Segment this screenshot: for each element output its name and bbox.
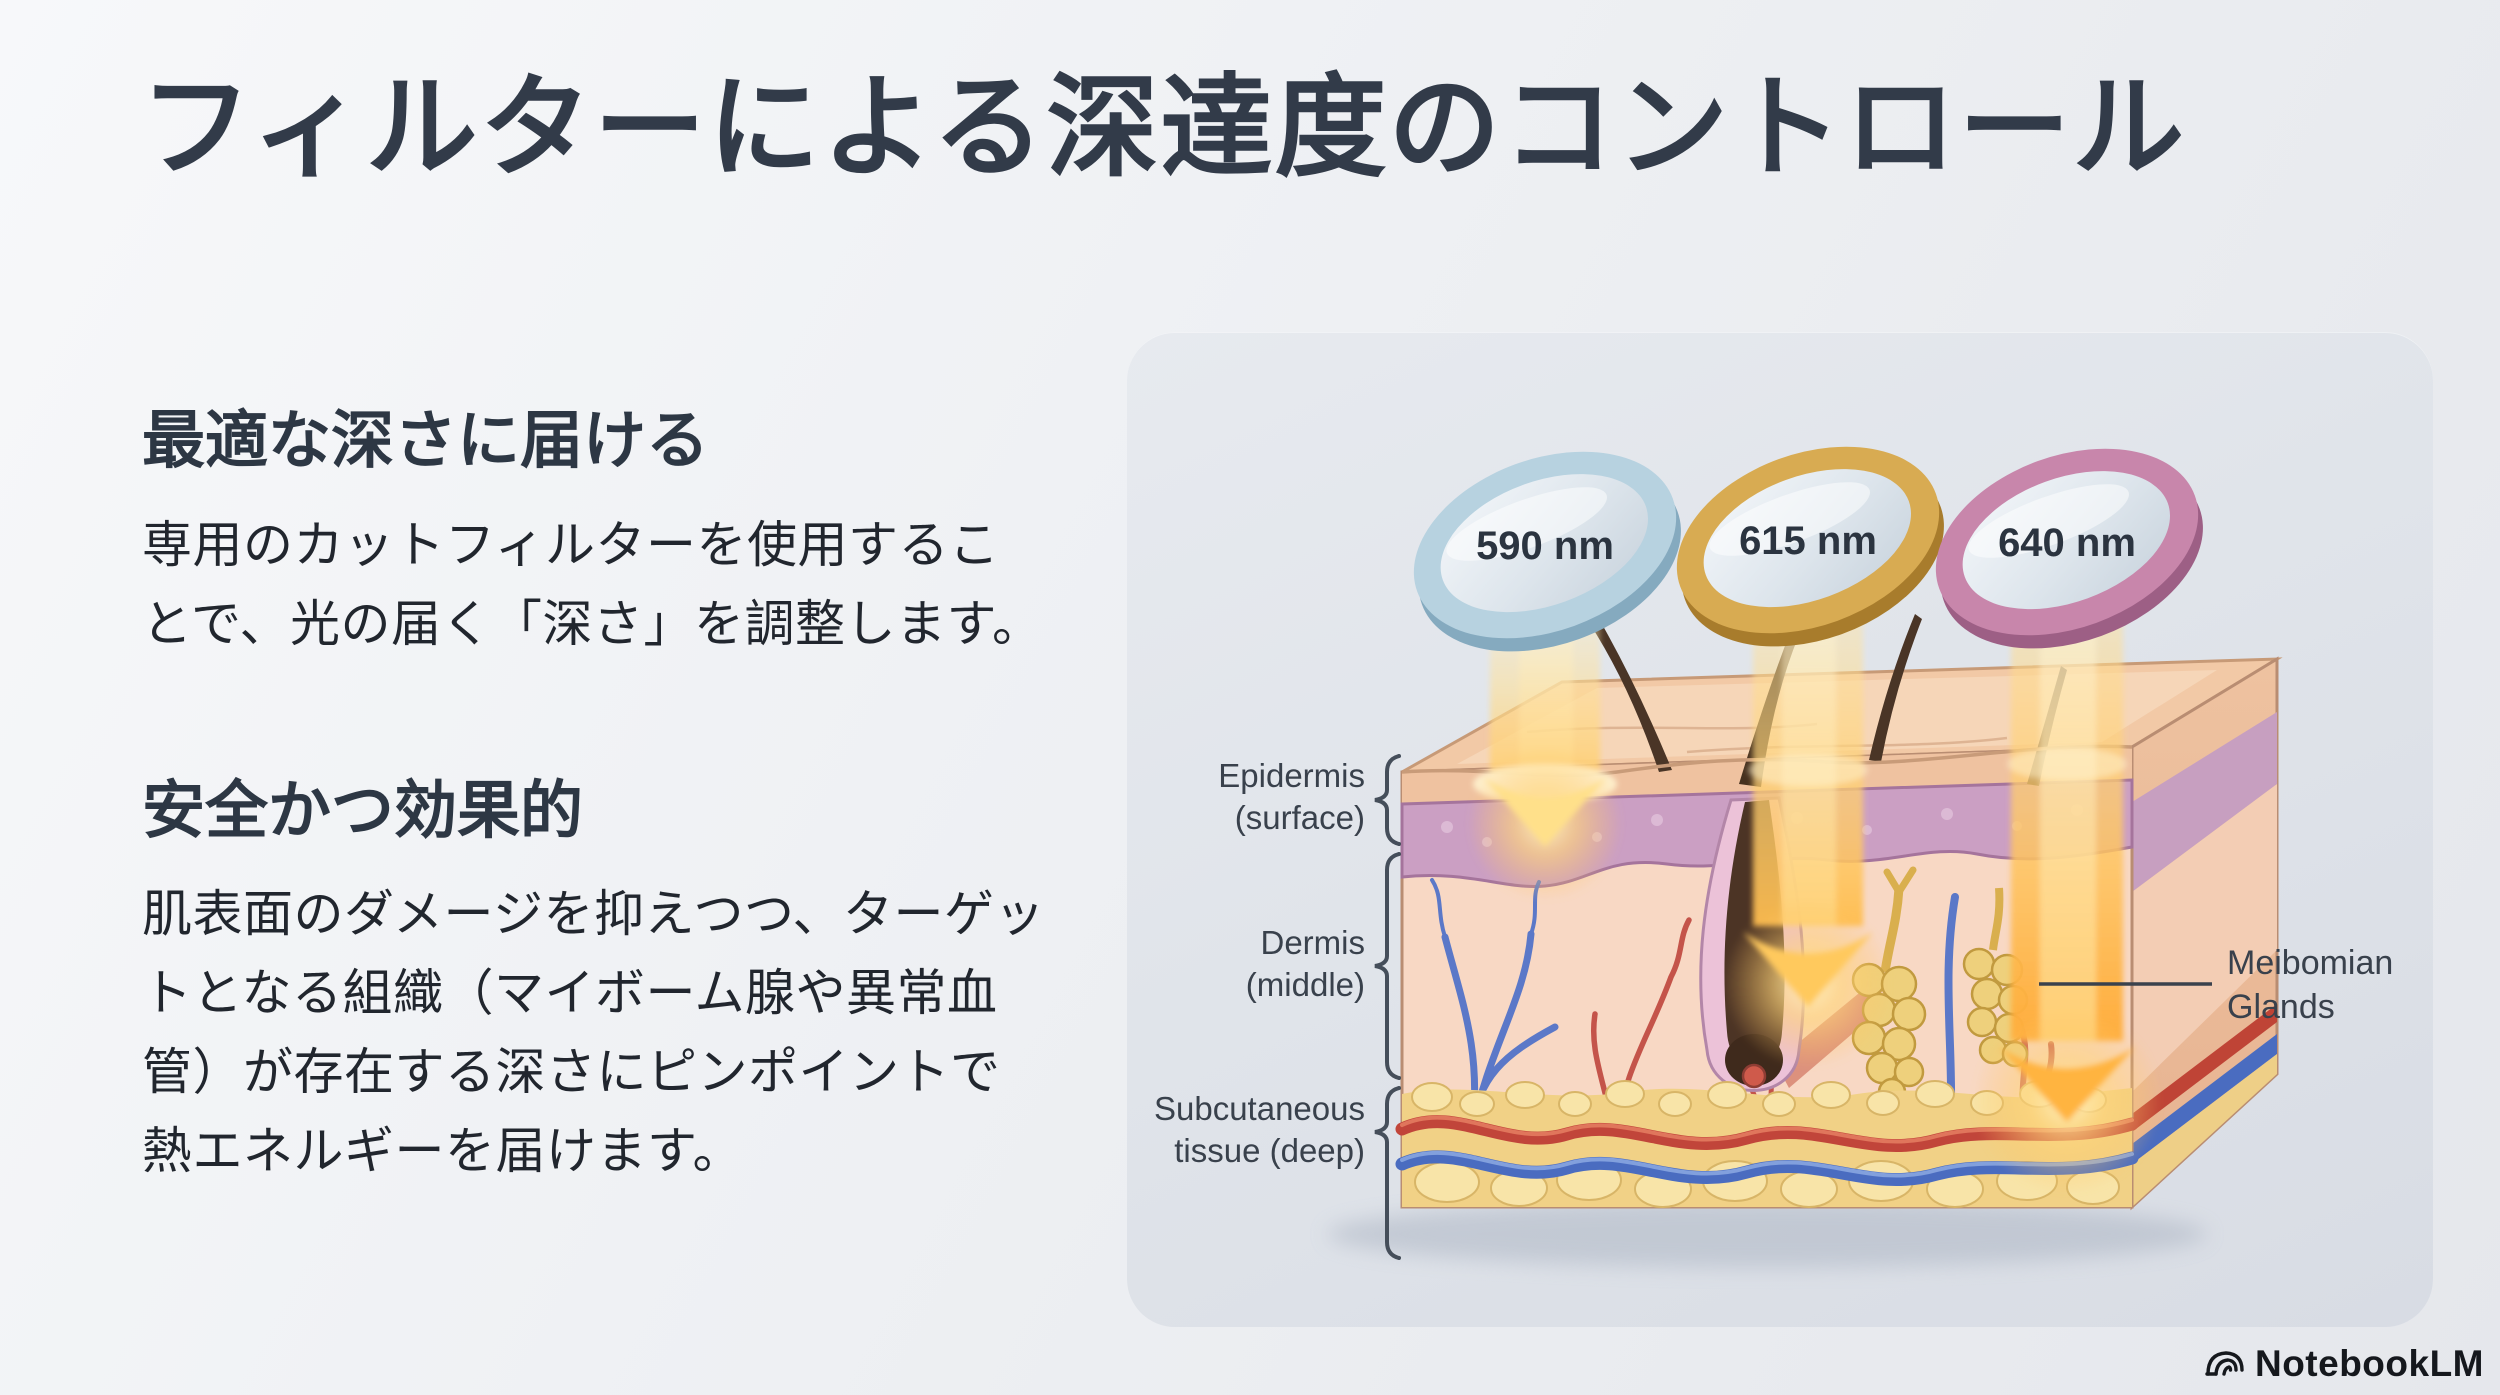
layer-label-subcutaneous: Subcutaneous <box>1154 1090 1365 1127</box>
annotation-line-1: Meibomian <box>2227 944 2393 982</box>
layer-label-epidermis-depth: (surface) <box>1235 799 1365 836</box>
filter-label: 640 nm <box>1998 521 2136 565</box>
layer-label-dermis-depth: (middle) <box>1246 966 1365 1003</box>
layer-brackets <box>1374 754 1401 1260</box>
text-column: 最適な深さに届ける 専用のカットフィルターを使用することで、光の届く「深さ」を調… <box>142 404 1062 1191</box>
layer-label-subcutaneous-depth: tissue (deep) <box>1174 1132 1365 1169</box>
filter-disc-640: 640 nm <box>1935 448 2203 649</box>
skin-diagram: 590 nm 615 nm 640 nm Epidermis (surface)… <box>1154 446 2393 1268</box>
section-2-heading: 安全かつ効果的 <box>142 775 583 846</box>
brand-footer: NotebookLM <box>2202 1343 2484 1385</box>
meibomian-annotation: Meibomian Glands <box>2039 944 2393 1026</box>
skin-illustration-panel: 590 nm 615 nm 640 nm Epidermis (surface)… <box>1127 332 2433 1327</box>
filter-disc-615: 615 nm <box>1676 446 1944 647</box>
brand-name: NotebookLM <box>2254 1343 2484 1384</box>
annotation-line-2: Glands <box>2227 988 2335 1026</box>
filter-label: 590 nm <box>1476 524 1614 568</box>
filter-label: 615 nm <box>1739 519 1877 563</box>
block-shadow <box>1327 1200 2207 1268</box>
page-title: フィルターによる深達度のコントロール <box>140 65 2187 190</box>
section-1-heading: 最適な深さに届ける <box>142 406 709 476</box>
layer-label-dermis: Dermis <box>1261 924 1366 961</box>
light-beam-615 <box>1723 596 1893 1069</box>
layer-labels: Epidermis (surface) Dermis (middle) Subc… <box>1154 757 1365 1169</box>
section-2-body: 肌表面のダメージを抑えつつ、ターゲットとなる組織（マイボーム腺や異常血管）が存在… <box>142 886 1045 1180</box>
section-1-body: 専用のカットフィルターを使用することで、光の届く「深さ」を調整します。 <box>142 516 1043 652</box>
light-beam-640 <box>1972 596 2162 1195</box>
light-beam-590 <box>1467 600 1623 902</box>
notebooklm-logo-icon <box>2205 1351 2244 1376</box>
filter-disc-590: 590 nm <box>1413 451 1681 652</box>
layer-label-epidermis: Epidermis <box>1218 757 1365 794</box>
